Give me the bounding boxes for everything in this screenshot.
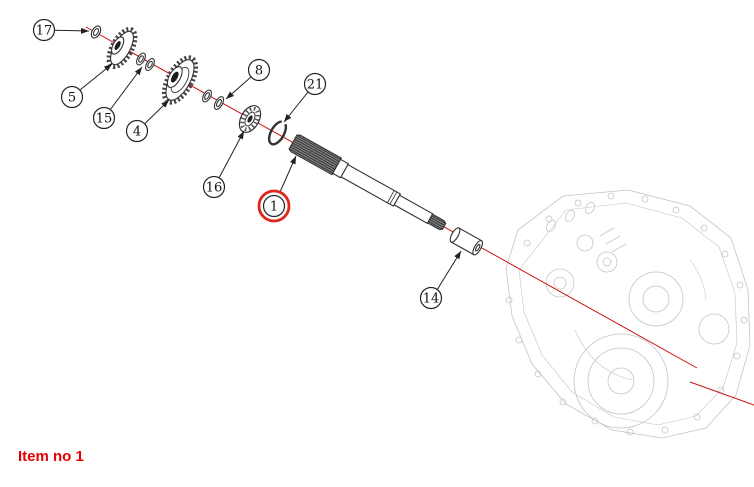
svg-text:21: 21 bbox=[307, 78, 324, 93]
callouts: 17 5 15 4 8 16 bbox=[32, 18, 462, 310]
svg-text:17: 17 bbox=[36, 24, 53, 39]
callout-16[interactable]: 16 bbox=[202, 130, 245, 199]
diagram-caption: Item no 1 bbox=[18, 448, 84, 465]
housing-top-fasteners bbox=[546, 202, 627, 273]
part-sleeve-14 bbox=[449, 227, 484, 256]
selected-item-highlight bbox=[257, 189, 291, 223]
part-washers-15 bbox=[136, 52, 155, 71]
svg-text:15: 15 bbox=[96, 112, 113, 127]
part-shaft-1 bbox=[288, 134, 447, 231]
callout-17[interactable]: 17 bbox=[32, 18, 90, 42]
leader-line bbox=[109, 66, 143, 111]
leader-line bbox=[279, 155, 297, 193]
part-ring-17 bbox=[90, 25, 102, 39]
callout-8[interactable]: 8 bbox=[225, 58, 271, 100]
leader-line bbox=[79, 63, 113, 91]
leader-line bbox=[225, 76, 252, 100]
leader-line bbox=[218, 130, 245, 179]
svg-text:1: 1 bbox=[270, 200, 278, 215]
leader-line bbox=[283, 91, 309, 123]
callout-1[interactable]: 1 bbox=[257, 155, 297, 223]
leader-line bbox=[144, 99, 170, 125]
part-gear-4 bbox=[161, 55, 199, 105]
leader-line bbox=[54, 27, 90, 34]
housing-bore-mid bbox=[628, 271, 684, 327]
callout-21[interactable]: 21 bbox=[283, 72, 327, 123]
svg-text:14: 14 bbox=[423, 292, 440, 307]
callout-5[interactable]: 5 bbox=[60, 63, 113, 109]
part-gear-5 bbox=[106, 27, 138, 69]
part-snap-ring-21 bbox=[267, 120, 287, 146]
gearbox-housing bbox=[505, 189, 751, 439]
leader-line bbox=[436, 250, 462, 291]
callout-4[interactable]: 4 bbox=[125, 99, 170, 143]
svg-text:5: 5 bbox=[68, 91, 76, 106]
svg-text:4: 4 bbox=[133, 125, 141, 140]
part-rings-8 bbox=[202, 89, 225, 110]
svg-text:8: 8 bbox=[255, 64, 263, 79]
housing-bore-large bbox=[573, 333, 669, 429]
part-bearing-16 bbox=[238, 105, 262, 133]
callout-14[interactable]: 14 bbox=[419, 250, 462, 310]
housing-bolt-holes bbox=[505, 192, 748, 436]
callout-15[interactable]: 15 bbox=[92, 66, 143, 130]
svg-text:16: 16 bbox=[206, 181, 223, 196]
